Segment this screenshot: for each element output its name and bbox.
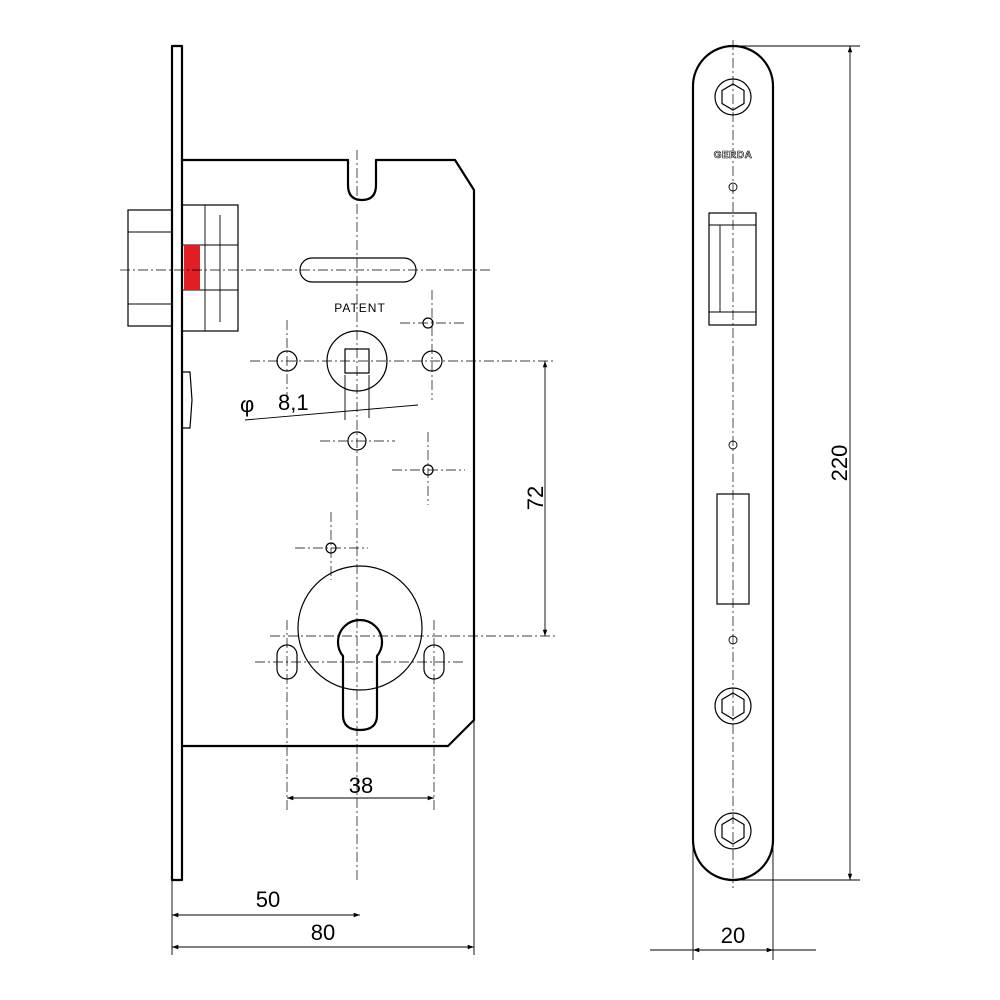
latch-red-marker bbox=[184, 245, 200, 290]
latch-bolt bbox=[127, 209, 173, 327]
height-dimension: 220 bbox=[827, 445, 852, 482]
brand-logo: GERDA bbox=[714, 150, 753, 161]
faceplate-front-view: GERDA 220 20 bbox=[650, 40, 860, 960]
bolt-opening bbox=[716, 493, 750, 605]
backset-dimension: 50 bbox=[256, 887, 280, 912]
lock-case bbox=[182, 158, 476, 748]
depth-dimension: 80 bbox=[311, 920, 335, 945]
latch-housing bbox=[181, 204, 239, 332]
width-dimension: 20 bbox=[721, 923, 745, 948]
diameter-symbol: φ bbox=[240, 392, 254, 417]
screw-middle bbox=[714, 687, 752, 725]
screw-top bbox=[714, 78, 752, 116]
patent-label: PATENT bbox=[334, 301, 386, 315]
cylinder-rosette bbox=[297, 565, 423, 691]
euro-cylinder-cutout bbox=[336, 618, 384, 732]
screw-bottom bbox=[714, 812, 752, 850]
cylinder-width-dimension: 38 bbox=[349, 773, 373, 798]
latch-opening bbox=[708, 212, 757, 326]
center-distance-dimension: 72 bbox=[523, 486, 548, 510]
faceplate-side bbox=[170, 44, 184, 882]
lock-side-view: PATENT φ 8,1 bbox=[120, 44, 555, 955]
spindle-dimension: 8,1 bbox=[278, 390, 309, 415]
